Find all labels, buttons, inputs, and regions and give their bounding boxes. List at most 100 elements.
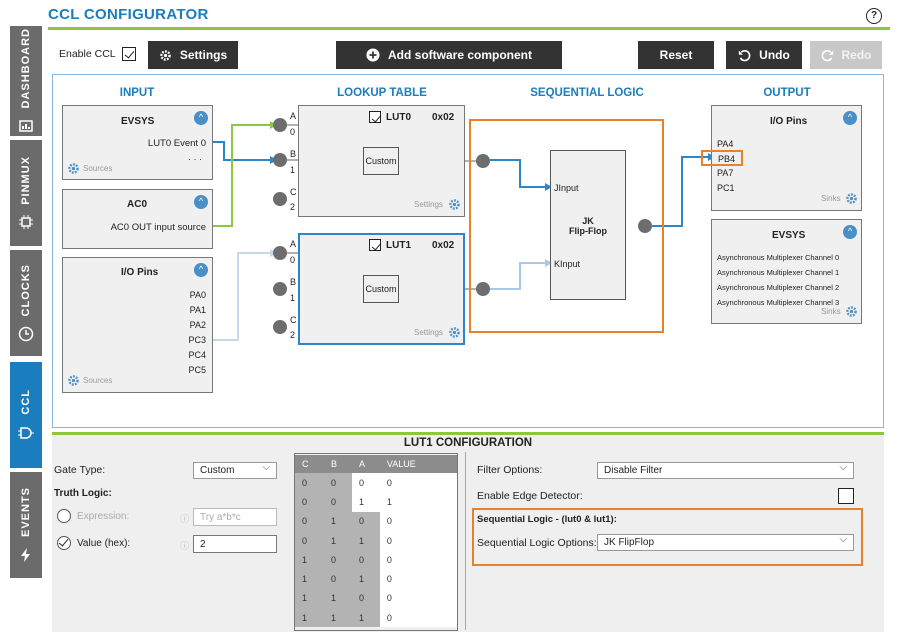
reset-button[interactable]: Reset xyxy=(638,41,714,69)
value-input[interactable]: 2 xyxy=(193,535,277,553)
lut1-enable-checkbox[interactable] xyxy=(369,239,381,251)
collapse-icon[interactable]: ^ xyxy=(194,195,208,209)
collapse-icon[interactable]: ^ xyxy=(843,111,857,125)
lut0-gate[interactable]: Custom xyxy=(363,147,399,175)
filter-label: Filter Options: xyxy=(477,464,543,476)
table-cell[interactable]: 0 xyxy=(379,588,457,609)
table-cell: 0 xyxy=(324,473,352,493)
enable-ccl[interactable]: Enable CCL xyxy=(59,47,136,61)
out-channel[interactable]: Asynchronous Multiplexer Channel 2 xyxy=(717,283,840,292)
io-title: I/O Pins xyxy=(121,267,159,278)
lut0-input-c-pin[interactable] xyxy=(273,192,287,206)
table-cell[interactable]: 0 xyxy=(379,608,457,628)
table-cell[interactable]: 1 xyxy=(379,492,457,512)
table-cell[interactable]: 0 xyxy=(379,530,457,551)
io-pin[interactable]: PC3 xyxy=(188,335,206,345)
gear-icon[interactable] xyxy=(845,305,858,318)
input-io-box[interactable]: I/O Pins ^ PA0 PA1 PA2 PC3 PC4 PC5 Sourc… xyxy=(62,257,213,393)
redo-button[interactable]: Redo xyxy=(810,41,882,69)
out-channel[interactable]: Asynchronous Multiplexer Channel 1 xyxy=(717,268,840,277)
add-component-button[interactable]: Add software component xyxy=(336,41,562,69)
out-pin-selected[interactable]: PB4 xyxy=(701,150,743,166)
out-pin[interactable]: PC1 xyxy=(717,183,735,193)
input-ac0-box[interactable]: AC0 ^ AC0 OUT input source xyxy=(62,189,213,249)
collapse-icon[interactable]: ^ xyxy=(194,263,208,277)
gate-type-select[interactable]: Custom xyxy=(193,462,277,479)
plus-circle-icon xyxy=(366,48,380,62)
more-dots[interactable]: · · · xyxy=(188,154,202,164)
lut1-output-pin[interactable] xyxy=(476,282,490,296)
edge-detector-checkbox[interactable] xyxy=(838,488,854,504)
table-cell[interactable]: 0 xyxy=(379,511,457,531)
sequential-heading: SEQUENTIAL LOGIC xyxy=(530,87,644,99)
out-channel[interactable]: Asynchronous Multiplexer Channel 3 xyxy=(717,298,840,307)
collapse-icon[interactable]: ^ xyxy=(843,225,857,239)
gear-icon[interactable] xyxy=(67,374,80,387)
config-divider xyxy=(52,432,884,435)
filter-select[interactable]: Disable Filter xyxy=(597,462,854,479)
lut1-gate[interactable]: Custom xyxy=(363,275,399,303)
out-pin[interactable]: PA4 xyxy=(717,139,734,149)
lut0-input-b-pin[interactable] xyxy=(273,153,287,167)
io-pin[interactable]: PC4 xyxy=(188,350,206,360)
undo-icon xyxy=(738,49,751,61)
value-radio[interactable] xyxy=(57,536,71,550)
gear-icon[interactable] xyxy=(67,162,80,175)
flipflop-name: JK xyxy=(582,216,594,226)
io-pin[interactable]: PC5 xyxy=(188,365,206,375)
table-cell[interactable]: 0 xyxy=(379,569,457,589)
lut0-input-a-pin[interactable] xyxy=(273,118,287,132)
evsys-event[interactable]: LUT0 Event 0 xyxy=(147,138,206,149)
nav-ccl[interactable]: CCL xyxy=(10,362,42,468)
nav-events[interactable]: EVENTS xyxy=(10,472,42,578)
table-cell[interactable]: 0 xyxy=(379,473,457,493)
out-evsys-title: EVSYS xyxy=(772,230,806,241)
lut0-output-pin[interactable] xyxy=(476,154,490,168)
lut1-pin-label: C xyxy=(290,315,297,325)
table-cell[interactable]: 0 xyxy=(379,550,457,570)
lookup-heading: LOOKUP TABLE xyxy=(337,87,427,99)
seq-logic-select[interactable]: JK FlipFlop xyxy=(597,534,854,551)
nav-pinmux[interactable]: PINMUX xyxy=(10,140,42,246)
io-pin[interactable]: PA1 xyxy=(189,305,206,315)
truth-table-frame xyxy=(294,453,458,631)
gear-icon[interactable] xyxy=(448,326,461,339)
io-pin[interactable]: PA0 xyxy=(189,290,206,300)
jk-flipflop-box[interactable]: JInput KInput JK Flip-Flop xyxy=(550,150,626,300)
enable-ccl-label: Enable CCL xyxy=(59,48,116,60)
table-cell: 1 xyxy=(295,550,324,570)
table-cell: 0 xyxy=(351,473,380,493)
out-channel[interactable]: Asynchronous Multiplexer Channel 0 xyxy=(717,253,840,262)
gear-icon[interactable] xyxy=(448,198,461,211)
ac0-source[interactable]: AC0 OUT input source xyxy=(110,222,206,233)
flipflop-name-2: Flip-Flop xyxy=(569,226,607,236)
seq-output-pin[interactable] xyxy=(638,219,652,233)
out-io-title: I/O Pins xyxy=(770,116,808,127)
lut1-pin-label: 0 xyxy=(290,255,296,265)
help-icon[interactable]: ? xyxy=(866,8,882,24)
expression-radio[interactable] xyxy=(57,509,71,523)
sinks-label: Sinks xyxy=(821,307,841,316)
output-evsys-box[interactable]: EVSYS ^ Asynchronous Multiplexer Channel… xyxy=(711,219,862,324)
enable-ccl-checkbox[interactable] xyxy=(121,47,136,61)
lut0-enable-checkbox[interactable] xyxy=(369,111,381,123)
lut0-pin-label: A xyxy=(290,111,297,121)
lut1-input-a-pin[interactable] xyxy=(273,246,287,260)
io-pin[interactable]: PA2 xyxy=(189,320,206,330)
lut0-value: 0x02 xyxy=(432,112,455,123)
lut1-input-b-pin[interactable] xyxy=(273,282,287,296)
reset-label: Reset xyxy=(659,48,693,62)
expression-input[interactable]: Try a*b*c xyxy=(193,508,277,526)
input-evsys-box[interactable]: EVSYS ^ LUT0 Event 0 · · · Sources xyxy=(62,105,213,180)
nav-dashboard[interactable]: DASHBOARD xyxy=(10,26,42,136)
dashboard-icon xyxy=(19,120,33,132)
ac0-title: AC0 xyxy=(127,199,148,210)
gear-icon[interactable] xyxy=(845,192,858,205)
lut1-input-c-pin[interactable] xyxy=(273,320,287,334)
settings-button[interactable]: Settings xyxy=(148,41,238,69)
output-io-box[interactable]: I/O Pins ^ PA4 PB4 PA7 PC1 Sinks xyxy=(701,105,862,211)
undo-button[interactable]: Undo xyxy=(726,41,802,69)
collapse-icon[interactable]: ^ xyxy=(194,111,208,125)
out-pin[interactable]: PA7 xyxy=(717,168,734,178)
nav-clocks[interactable]: CLOCKS xyxy=(10,250,42,356)
